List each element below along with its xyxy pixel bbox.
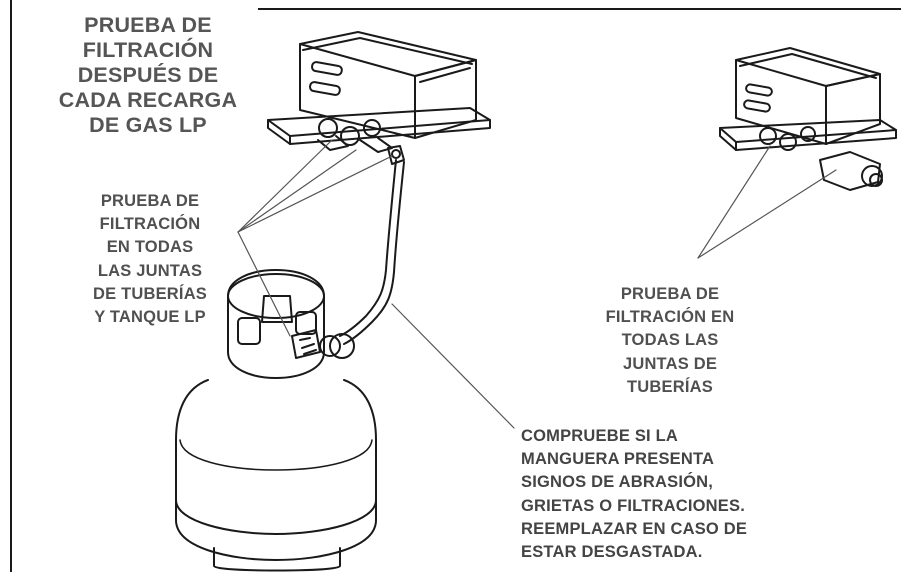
lp-tank [175,269,377,572]
right-burner-assembly [719,47,897,191]
left-burner-assembly [267,31,491,165]
frame-left-border [10,0,12,572]
callout-leak-test-joints-and-tank: PRUEBA DE FILTRACIÓN EN TODAS LAS JUNTAS… [92,192,208,327]
callout-check-hose-condition: COMPRUEBE SI LA MANGUERA PRESENTA SIGNOS… [521,427,748,562]
callout-leak-test-pipe-joints: PRUEBA DE FILTRACIÓN EN TODAS LAS JUNTAS… [605,285,735,396]
frame-top-border [258,8,901,10]
title-leak-test-after-refill: PRUEBA DE FILTRACIÓN DESPUÉS DE CADA REC… [58,13,238,137]
gas-hose [339,159,405,345]
leader-lines [237,139,837,429]
